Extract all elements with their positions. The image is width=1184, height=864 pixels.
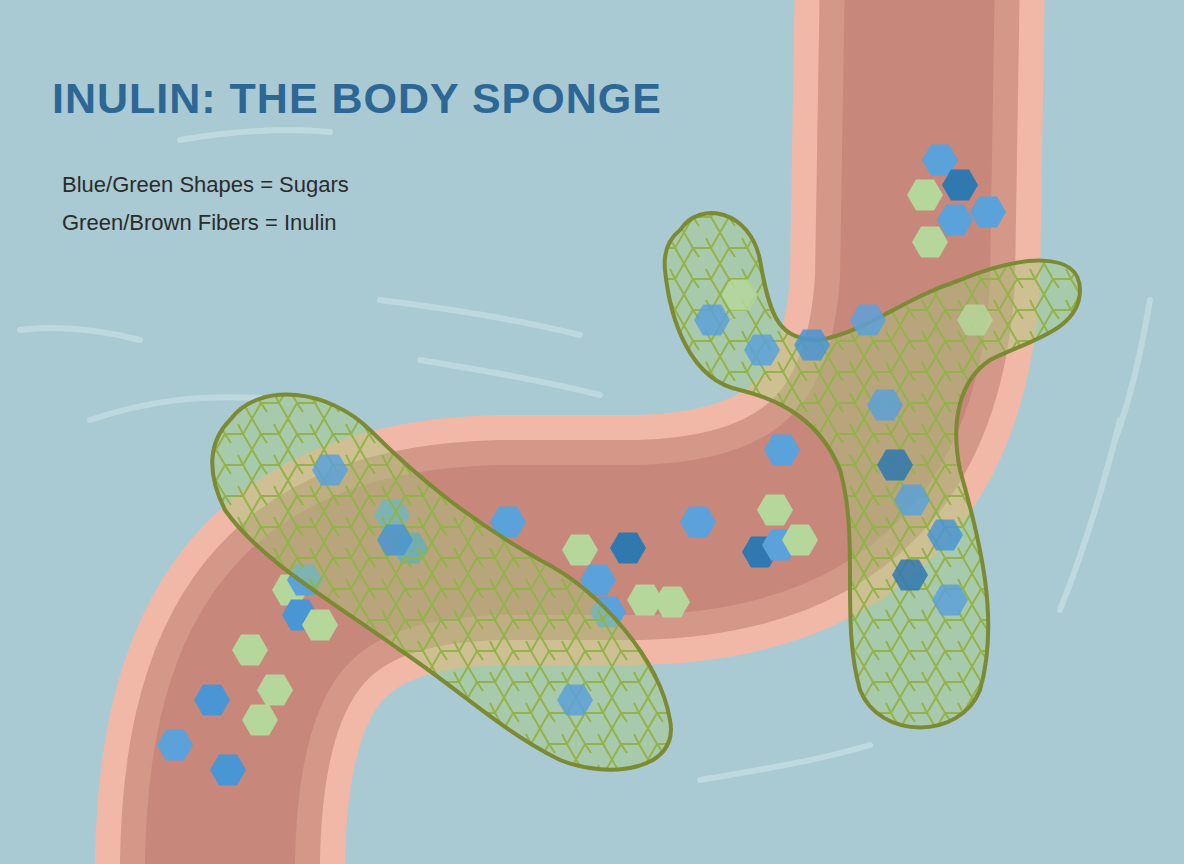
legend: Blue/Green Shapes = SugarsGreen/Brown Fi… (62, 166, 349, 242)
legend-text: Blue/Green Shapes = Sugars (62, 166, 349, 204)
legend-text: Green/Brown Fibers = Inulin (62, 204, 349, 242)
trapped-sugars (312, 279, 993, 715)
diagram-title: INULIN: THE BODY SPONGE (52, 74, 662, 123)
inulin-fibers (212, 213, 1080, 770)
